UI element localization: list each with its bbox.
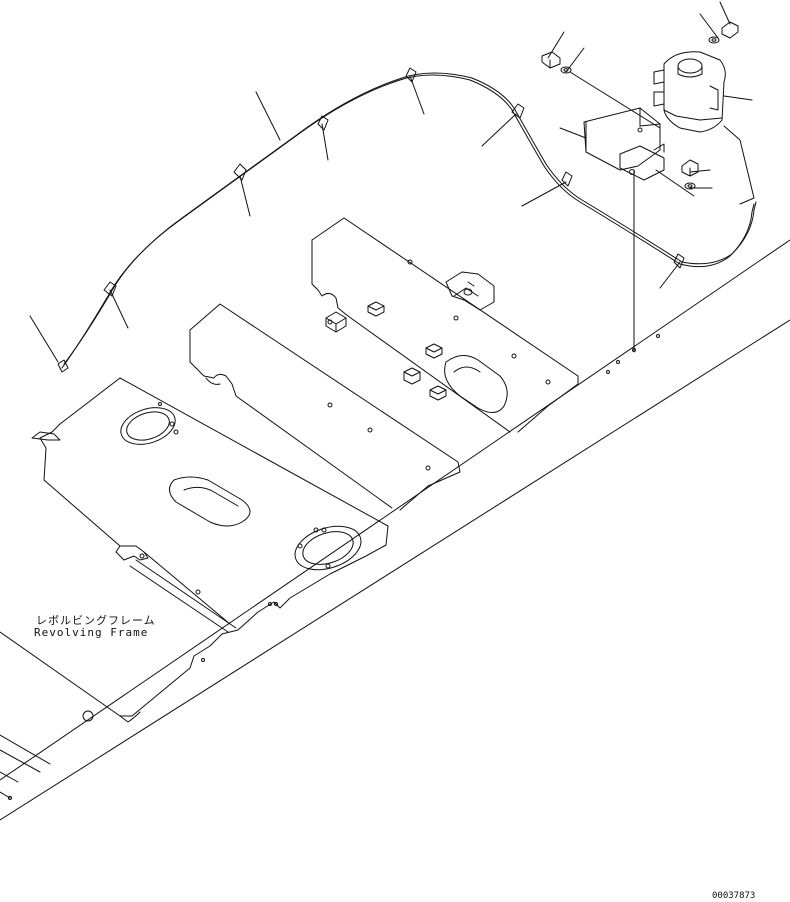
middle-box [190, 304, 460, 510]
frame-label-japanese: レボルビングフレーム [36, 614, 156, 627]
mounting-blocks [326, 272, 494, 400]
wire-harness [58, 73, 756, 372]
harness-clamps [104, 68, 684, 296]
bracket [584, 108, 664, 180]
lower-plate [32, 378, 388, 721]
frame-label-english: Revolving Frame [34, 626, 149, 639]
fasteners [542, 22, 738, 189]
frame-rail-holes [9, 335, 660, 800]
leader-lines [30, 2, 752, 362]
upper-box [312, 218, 578, 432]
frame-edges [0, 240, 790, 820]
drawing-code: 00037873 [712, 891, 756, 901]
reservoir-tank [654, 52, 725, 132]
